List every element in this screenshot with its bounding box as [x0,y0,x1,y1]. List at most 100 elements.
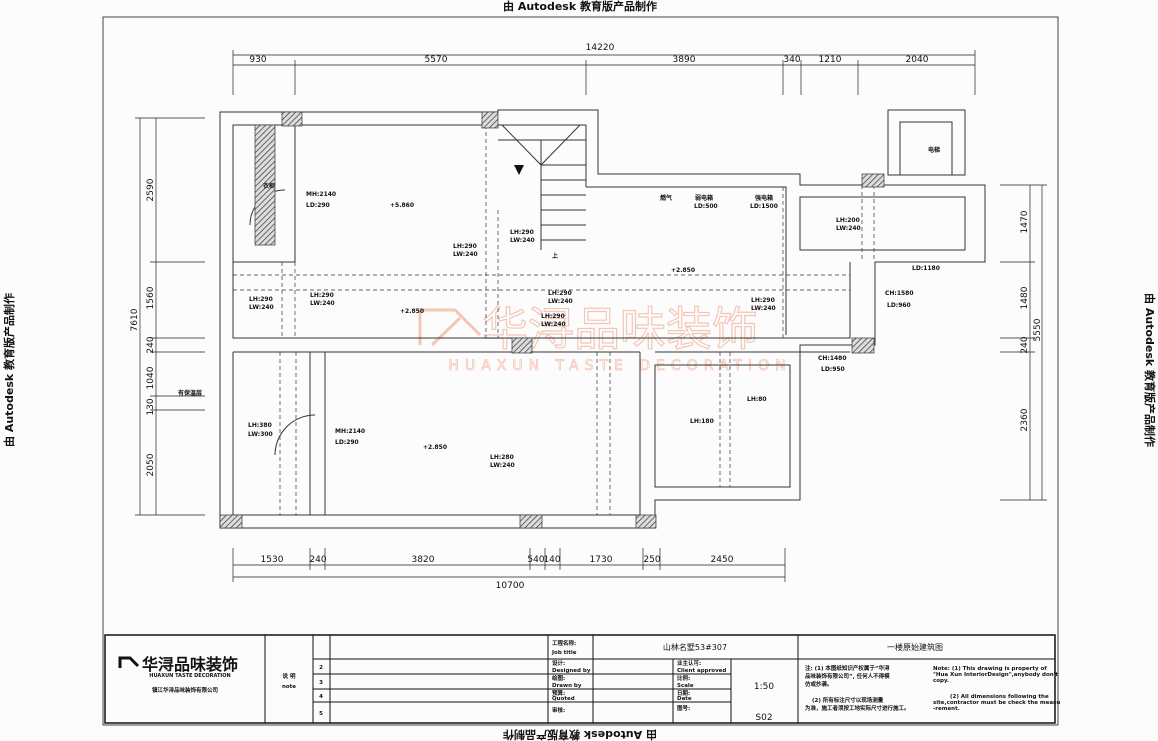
labels-elev_upper-text: +5.860 [390,202,414,209]
dims-left-0-text: 2590 [146,178,156,201]
labels-elev_right-text: +2.850 [671,267,695,274]
company-logo: 华浔品味装饰 HUAXUN TASTE DECORATION [118,655,238,679]
labels-lw240-text: LW:240 [836,225,861,232]
dims-top-5-text: 2040 [906,55,929,65]
title_block-note1_cn_c-text: 仿或抄袭。 [805,680,833,688]
brand_watermark-en-text: HUAXUN TASTE DECORATION [149,673,230,679]
title_block-rows-3-text: 5 [319,711,323,717]
dims-bottom-1-text: 240 [309,555,326,565]
dims-bottom_total-text: 10700 [496,581,525,591]
labels-lw240-text: LW:240 [548,298,573,305]
labels-closet-text: 衣柜 [263,182,275,190]
labels-lw240-text: LW:240 [249,304,274,311]
edu-watermark-top: 由 Autodesk 教育版产品制作 [503,0,657,13]
labels-lw240-text: LW:240 [490,462,515,469]
title_block-note1_cn_a-text: 注: (1) 本图纸知识产权属于“华浔 [805,664,890,672]
labels-lh290-text: LH:290 [310,292,334,299]
title_block-scale_en-text: Scale [677,683,694,689]
dims-right_total-text: 5550 [1033,318,1043,341]
labels-lh290-text: LH:290 [249,296,273,303]
edu-watermark-bottom: 由 Autodesk 教育版产品制作 [503,728,657,741]
labels-gas-text: 燃气 [660,194,672,202]
labels-lw240-text: LW:240 [541,321,566,328]
labels-lh290-text: LH:290 [751,297,775,304]
title_block-rows-0-text: 2 [319,665,323,671]
dims-right-0-text: 1470 [1020,210,1030,233]
dims-left-1-text: 1560 [146,286,156,309]
brand_watermark-cn-text: 华浔品味装饰 [142,655,238,674]
labels-lh280-text: LH:280 [490,454,514,461]
dims-top-3-text: 340 [783,55,800,65]
title_block-note1_cn_b-text: 品味装饰有限公司”, 任何人不得模 [805,672,890,680]
labels-lw240-text: LW:240 [751,305,776,312]
dims-top-1-text: 5570 [425,55,448,65]
labels-strong_box-text: 强电箱 [755,194,773,202]
title-block-text: 镇江华浔品味装饰有限公司 说 明 note 2 3 4 5 工程名称: Job … [152,639,1060,723]
title_block-drawing_no_cn-text: 图号: [677,704,690,712]
dims-left-5-text: 2050 [146,453,156,476]
plan-annotations: 衣柜 电梯 燃气 弱电箱 LD:500 强电箱 LD:1500 有保温层 上 M… [178,146,940,469]
title_block-job_title_en-text: Job title [551,650,577,656]
title_block-client_en-text: Client approved [677,668,726,674]
stair-direction-arrow-icon [514,165,524,175]
title_block-drawing_title-text: 一楼原始建筑图 [887,642,943,652]
dims-top-0-text: 930 [249,55,266,65]
title_block-note2_cn_b-text: 为准，施工者须按工地实际尺寸进行施工。 [805,704,910,712]
title-block [104,634,1056,724]
labels-mh1-text: MH:2140 [306,191,336,198]
labels-lw240-text: LW:240 [310,300,335,307]
title_block-drawn_en-text: Drawn by [552,683,582,689]
dims-right-3-text: 2360 [1020,408,1030,431]
labels-ld950-text: LD:950 [821,366,845,373]
title_block-rows-2-text: 4 [319,694,323,700]
dimension-lines [135,50,1047,582]
title_block-note_en-text: note [282,684,296,690]
labels-elev_low-text: +2.850 [423,444,447,451]
labels-lw300-text: LW:300 [248,431,273,438]
walls [219,109,986,529]
title_block-note2_en_b-text: site,contractor must be check the measu [933,700,1060,706]
edu-watermark-left: 由 Autodesk 教育版产品制作 [2,293,16,447]
title_block-date_cn-text: 日期: [677,689,690,697]
labels-elev_mid-text: +2.850 [400,308,424,315]
title_block-rows-1-text: 3 [319,680,323,686]
title_block-job_title_cn-text: 工程名称: [552,639,576,647]
labels-mh2-text: MH:2140 [335,428,365,435]
title_block-drawn_cn-text: 绘图: [552,674,565,682]
dims-bottom-4-text: 140 [543,555,560,565]
dims-left_total-text: 7610 [130,308,140,331]
labels-insulation-text: 有保温层 [178,389,202,397]
labels-lh290-text: LH:290 [548,290,572,297]
dims-bottom-7-text: 2450 [711,555,734,565]
labels-lh180-text: LH:180 [690,418,714,425]
title_block-date_en-text: Date [677,696,692,702]
title_block-drawing_no-text: S02 [755,713,772,723]
title_block-quoted_en-text: Quoted [552,696,575,702]
title_block-scale_cn-text: 比例: [677,674,690,682]
labels-weak_box-text: 弱电箱 [695,194,713,202]
labels-lw240-text: LW:240 [453,251,478,258]
title_block-company-text: 镇江华浔品味装饰有限公司 [152,686,218,694]
title_block-note1_en_b-text: "Hua Xun InteriorDesign",anybody don't [933,672,1058,678]
dims-right-1-text: 1480 [1020,286,1030,309]
labels-elevator-text: 电梯 [928,146,940,154]
dims-bottom-0-text: 1530 [261,555,284,565]
labels-lh290-text: LH:290 [541,313,565,320]
dims-bottom-6-text: 250 [643,555,660,565]
dims-left-2-text: 240 [146,336,156,353]
labels-lh290-text: LH:290 [510,229,534,236]
drawing-frame [102,16,1059,726]
dims-left-4-text: 130 [146,398,156,415]
dims-bottom-5-text: 1730 [590,555,613,565]
labels-lw240-text: LW:240 [510,237,535,244]
labels-strong_ld-text: LD:1500 [750,203,778,210]
labels-ld1-text: LD:290 [306,202,330,209]
title_block-designed_en-text: Designed by [552,668,591,674]
brand_watermark-en-text: HUAXUN TASTE DECORATION [448,358,791,374]
dims-bottom-3-text: 540 [527,555,544,565]
labels-ch1580-text: CH:1580 [885,290,914,297]
title_block-note1_en_a-text: Note: (1) This drawing is property of [933,666,1047,672]
title_block-scale-text: 1:50 [754,682,774,692]
